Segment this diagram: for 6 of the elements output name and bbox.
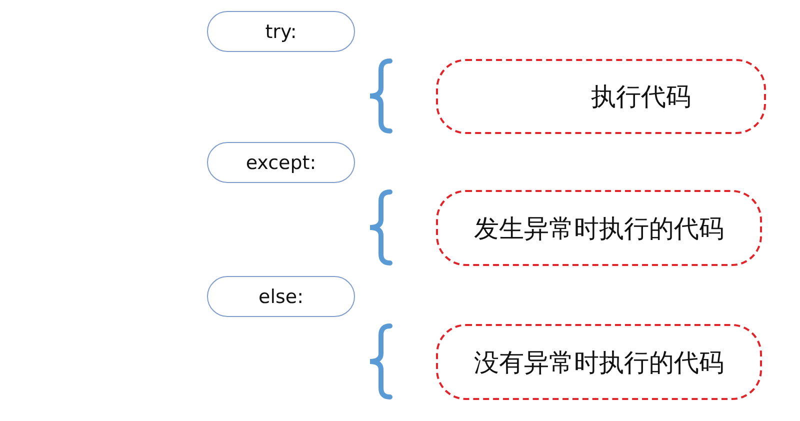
keyword-box: try: (207, 11, 355, 52)
code-block-box: 执行代码 (436, 59, 766, 134)
keyword-box: else: (207, 276, 355, 317)
code-block-box: 没有异常时执行的代码 (436, 324, 762, 400)
keyword-box: except: (207, 142, 355, 183)
code-block-box: 发生异常时执行的代码 (436, 190, 762, 266)
